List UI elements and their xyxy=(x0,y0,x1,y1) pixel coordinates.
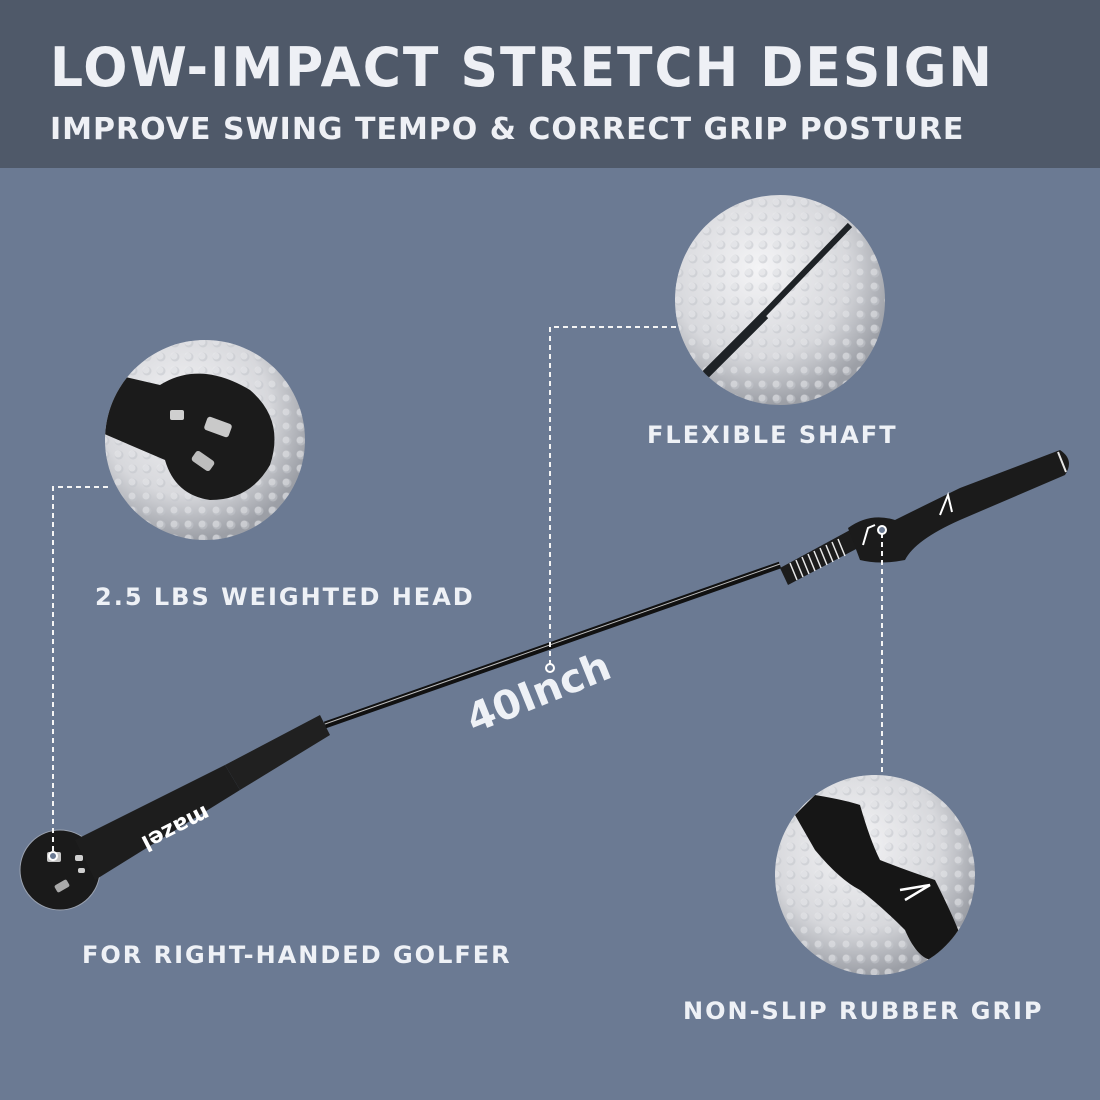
leader-anchors xyxy=(48,525,887,861)
weighted-head-ball xyxy=(105,340,305,540)
callout-weighted-head: 2.5 LBS WEIGHTED HEAD xyxy=(95,583,475,611)
flexible-shaft-ball xyxy=(675,195,885,405)
page-title: LOW-IMPACT STRETCH DESIGN xyxy=(50,36,994,100)
rubber-grip-ball xyxy=(775,775,975,975)
header-banner: LOW-IMPACT STRETCH DESIGN IMPROVE SWING … xyxy=(0,0,1100,168)
callout-rubber-grip: NON-SLIP RUBBER GRIP xyxy=(683,997,1044,1025)
callout-flexible-shaft: FLEXIBLE SHAFT xyxy=(647,421,898,449)
leader-lines xyxy=(52,326,883,855)
page-subtitle: IMPROVE SWING TEMPO & CORRECT GRIP POSTU… xyxy=(50,112,965,147)
callout-right-handed: FOR RIGHT-HANDED GOLFER xyxy=(82,941,512,969)
